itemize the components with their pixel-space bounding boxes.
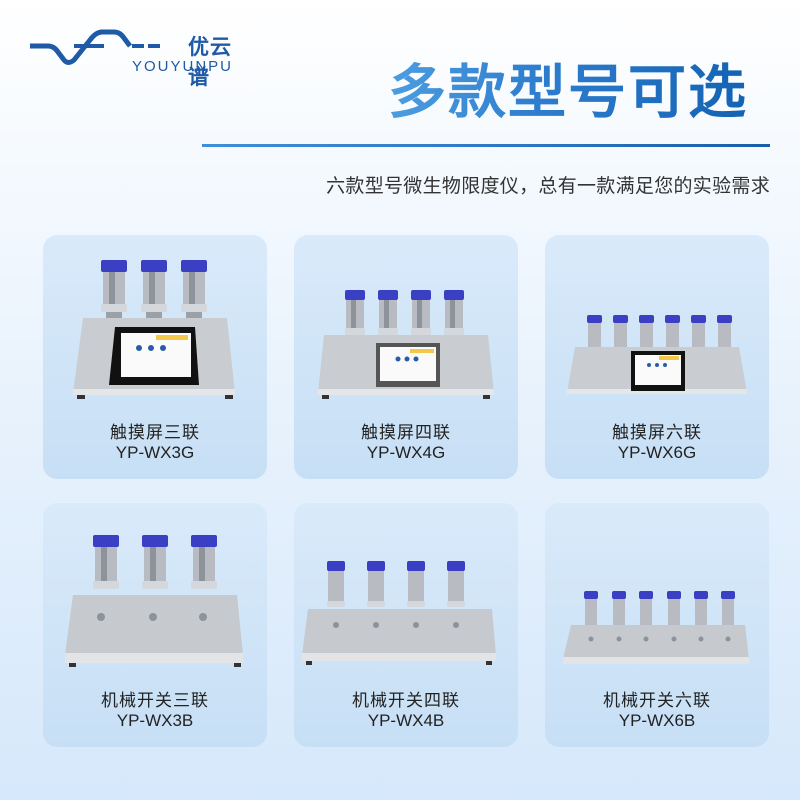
vials <box>101 260 207 318</box>
product-model: YP-WX6B <box>618 711 696 730</box>
mechanical-6-head-device-icon <box>563 591 749 664</box>
product-model: YP-WX6G <box>617 443 697 462</box>
product-card[interactable]: 触摸屏三联 YP-WX3G <box>43 235 267 479</box>
product-name: 机械开关六联 <box>603 691 711 711</box>
product-name: 触摸屏六联 <box>612 423 702 443</box>
product-name: 触摸屏三联 <box>110 423 200 443</box>
brand-name-en: YOUYUNPU <box>132 58 234 75</box>
product-card[interactable]: 机械开关三联 YP-WX3B <box>43 503 267 747</box>
title-divider <box>202 144 770 147</box>
product-name: 机械开关三联 <box>101 691 209 711</box>
product-model: YP-WX4G <box>366 443 446 462</box>
product-model: YP-WX4B <box>367 711 445 730</box>
product-card[interactable]: 触摸屏四联 YP-WX4G <box>294 235 518 479</box>
mechanical-4-head-device-icon <box>302 561 496 665</box>
touch-4-head-device-icon <box>318 290 494 399</box>
product-card[interactable]: 机械开关四联 YP-WX4B <box>294 503 518 747</box>
wave-logo-icon <box>30 29 160 65</box>
product-card[interactable]: 触摸屏六联 YP-WX6G <box>545 235 769 479</box>
product-name: 机械开关四联 <box>352 691 460 711</box>
touch-3-head-device-icon <box>73 260 235 399</box>
product-model: YP-WX3G <box>115 443 195 462</box>
brand-name-cn: 优云谱 <box>188 35 232 89</box>
product-name: 触摸屏四联 <box>361 423 451 443</box>
page-title: 多款型号可选 <box>388 52 748 132</box>
product-card[interactable]: 机械开关六联 YP-WX6B <box>545 503 769 747</box>
mechanical-3-head-device-icon <box>65 535 243 667</box>
page-subtitle: 六款型号微生物限度仪，总有一款满足您的实验需求 <box>326 175 770 197</box>
brand-logo: 优云谱 YOUYUNPU <box>28 28 243 89</box>
product-model: YP-WX3B <box>116 711 194 730</box>
touch-6-head-device-icon <box>567 315 747 394</box>
